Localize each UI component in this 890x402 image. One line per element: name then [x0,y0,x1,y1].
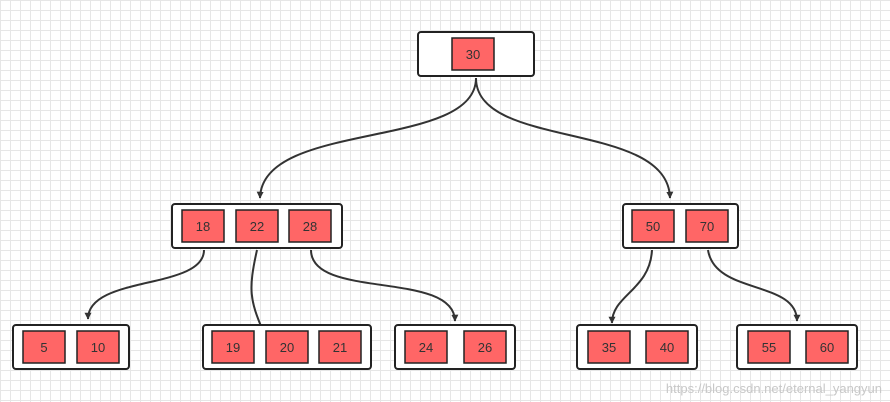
key-label: 5 [40,340,47,355]
key-cell [265,330,309,364]
key-label: 10 [91,340,105,355]
tree-node-leaf-5: 55 60 [736,324,858,370]
edge-root-to-left [256,77,477,199]
key-cell [235,209,279,243]
key-cell [318,330,362,364]
key-cell [587,330,631,364]
edge-left-to-leaf-2 [250,249,264,332]
key-cell [685,209,729,243]
key-label: 22 [250,219,264,234]
key-label: 20 [280,340,294,355]
key-label: 24 [419,340,433,355]
key-label: 30 [466,47,480,62]
key-cell [645,330,689,364]
edge-root-to-right [475,77,674,199]
key-label: 18 [196,219,210,234]
key-label: 70 [700,219,714,234]
edges-layer [84,77,801,332]
key-cell [631,209,675,243]
key-label: 55 [762,340,776,355]
key-cell [451,37,495,71]
key-cell [288,209,332,243]
key-label: 19 [226,340,240,355]
tree-node-leaf-3: 24 26 [394,324,516,370]
key-label: 35 [602,340,616,355]
key-cell [181,209,225,243]
key-cell [463,330,507,364]
tree-node-left: 18 22 28 [171,203,343,249]
edge-left-to-leaf-3 [310,249,459,322]
tree-node-leaf-2: 19 20 21 [202,324,372,370]
key-label: 21 [333,340,347,355]
key-cell [211,330,255,364]
key-label: 40 [660,340,674,355]
tree-node-leaf-4: 35 40 [576,324,698,370]
tree-node-right: 50 70 [622,203,739,249]
watermark-text: https://blog.csdn.net/eternal_yangyun [665,381,882,396]
edge-right-to-leaf-5 [707,249,801,322]
edge-right-to-leaf-4 [608,249,653,324]
key-cell [805,330,849,364]
key-cell [404,330,448,364]
key-label: 50 [646,219,660,234]
edge-left-to-leaf-1 [84,249,205,320]
key-cell [747,330,791,364]
key-label: 28 [303,219,317,234]
key-cell [76,330,120,364]
tree-node-root: 30 [417,31,535,77]
key-cell [22,330,66,364]
nodes-layer: 30 18 22 28 50 70 5 10 19 20 21 24 26 35 40 55 60 [12,31,858,370]
key-label: 26 [478,340,492,355]
key-label: 60 [820,340,834,355]
tree-node-leaf-1: 5 10 [12,324,130,370]
